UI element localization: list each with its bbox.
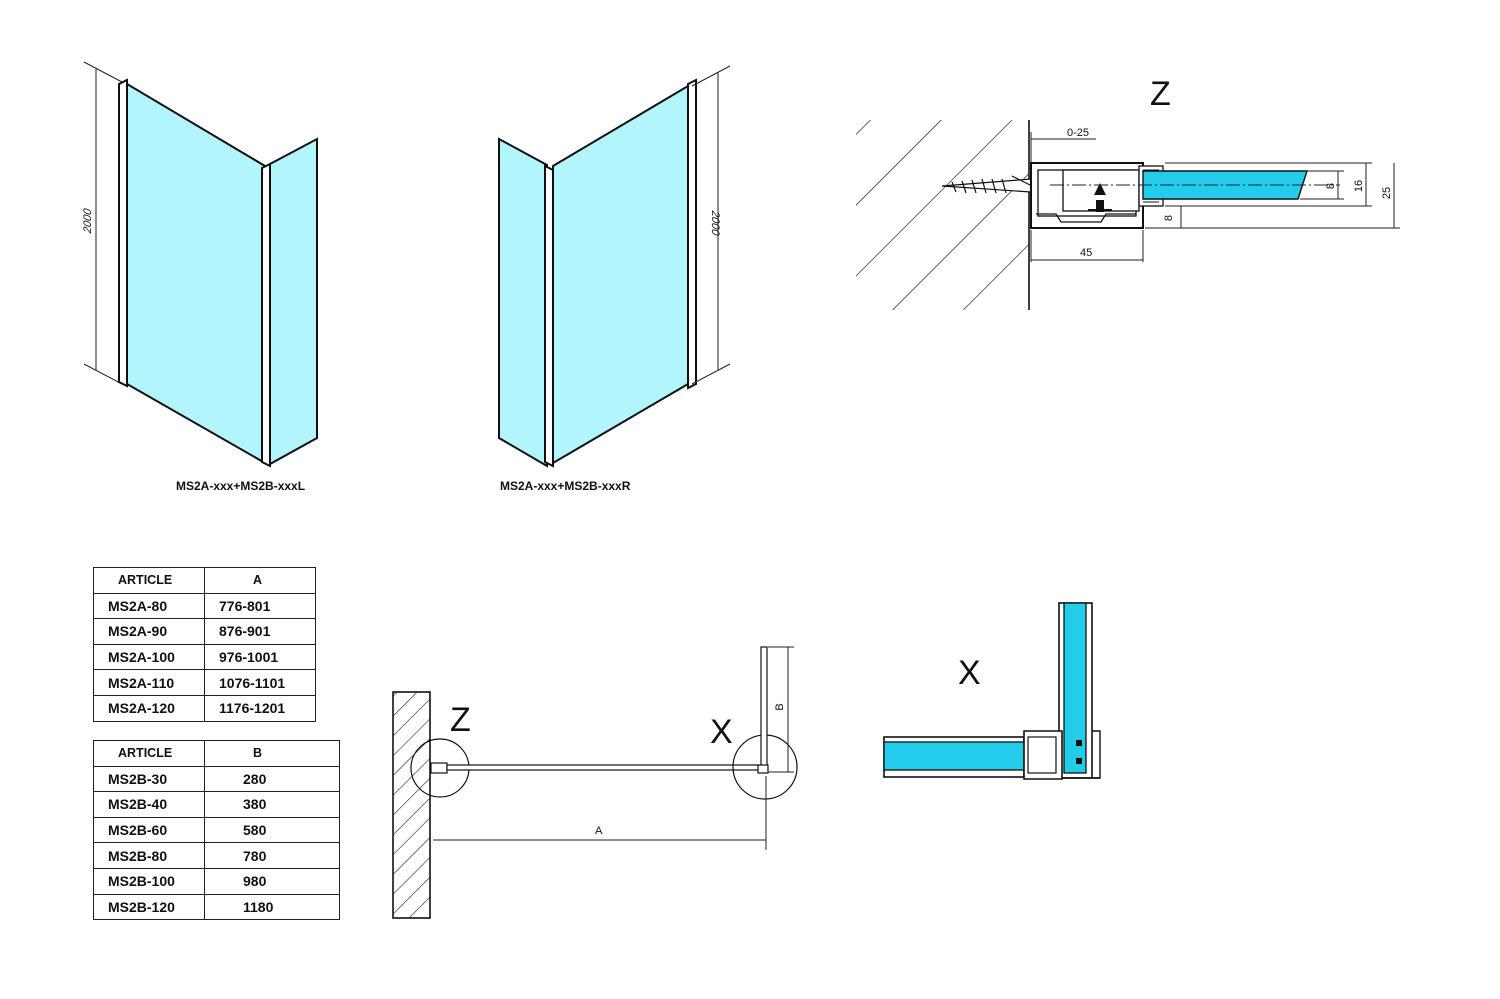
height-label-right: 2000 xyxy=(709,209,721,238)
table-row: MS2A-110 1076-1101 xyxy=(93,669,316,696)
table-header: ARTICLE B xyxy=(93,740,340,767)
value-cell: 780 xyxy=(204,842,340,869)
header-b: B xyxy=(204,740,340,767)
glass-panel-main xyxy=(126,82,266,465)
header-a: A xyxy=(204,567,316,594)
article-cell: MS2A-110 xyxy=(93,669,205,696)
value-cell: 1180 xyxy=(204,893,340,921)
header-article: ARTICLE xyxy=(93,567,205,594)
table-header: ARTICLE A xyxy=(93,567,316,594)
plan-view: Z X B A xyxy=(392,646,798,919)
table-row: MS2A-90 876-901 xyxy=(93,618,316,645)
isometric-view-left: 2000 MS2A-xxx+MS2B-xxxL xyxy=(82,61,318,493)
article-cell: MS2A-100 xyxy=(93,643,205,671)
value-cell: 980 xyxy=(204,867,340,895)
article-cell: MS2B-80 xyxy=(93,842,205,869)
plan-dim-b: B xyxy=(774,703,786,710)
glass-panel-side xyxy=(498,137,548,468)
glass-section xyxy=(1142,170,1308,200)
value-cell: 876-901 xyxy=(204,618,316,645)
isometric-view-right: 2000 MS2A-xxx+MS2B-xxxR xyxy=(498,65,731,493)
value-cell: 280 xyxy=(204,765,340,793)
value-cell: 1176-1201 xyxy=(204,694,316,722)
dim-offset: 8 xyxy=(1163,215,1175,221)
value-cell: 1076-1101 xyxy=(204,669,316,696)
glass-panel-side xyxy=(269,137,318,466)
glass-panel-main xyxy=(552,84,689,465)
value-cell: 580 xyxy=(204,816,340,844)
dim-total: 25 xyxy=(1381,187,1393,199)
article-cell: MS2B-120 xyxy=(93,893,205,921)
article-cell: MS2B-40 xyxy=(93,791,205,818)
article-cell: MS2A-90 xyxy=(93,618,205,645)
table-row: MS2A-100 976-1001 xyxy=(93,643,316,671)
table-row: MS2B-120 1180 xyxy=(93,893,340,921)
article-cell: MS2A-80 xyxy=(93,592,205,620)
detail-z-label: Z xyxy=(1150,75,1171,113)
dim-profile: 16 xyxy=(1353,180,1365,192)
plan-dim-a: A xyxy=(595,825,603,837)
dim-adjust: 0-25 xyxy=(1067,127,1089,139)
table-row: MS2B-30 280 xyxy=(93,765,340,793)
header-article: ARTICLE xyxy=(93,740,205,767)
plan-label-z: Z xyxy=(450,701,471,739)
caption-right-variant: MS2A-xxx+MS2B-xxxR xyxy=(500,479,631,493)
table-row: MS2A-120 1176-1201 xyxy=(93,694,316,722)
height-label-left: 2000 xyxy=(82,207,94,236)
value-cell: 776-801 xyxy=(204,592,316,620)
caption-left-variant: MS2A-xxx+MS2B-xxxL xyxy=(176,479,305,493)
table-article-a: ARTICLE A MS2A-80 776-801 MS2A-90 876-90… xyxy=(93,567,316,722)
detail-x: X xyxy=(883,602,1101,780)
value-cell: 976-1001 xyxy=(204,643,316,671)
article-cell: MS2B-100 xyxy=(93,867,205,895)
article-cell: MS2B-60 xyxy=(93,816,205,844)
value-cell: 380 xyxy=(204,791,340,818)
plan-label-x: X xyxy=(710,713,733,751)
table-row: MS2B-40 380 xyxy=(93,791,340,818)
table-row: MS2B-60 580 xyxy=(93,816,340,844)
dim-width: 45 xyxy=(1080,247,1092,259)
table-row: MS2A-80 776-801 xyxy=(93,592,316,620)
article-cell: MS2A-120 xyxy=(93,694,205,722)
dim-glass: 8 xyxy=(1325,183,1337,189)
table-row: MS2B-80 780 xyxy=(93,842,340,869)
table-article-b: ARTICLE B MS2B-30 280 MS2B-40 380 MS2B-6… xyxy=(93,740,340,921)
article-cell: MS2B-30 xyxy=(93,765,205,793)
detail-x-label: X xyxy=(958,654,981,692)
table-row: MS2B-100 980 xyxy=(93,867,340,895)
detail-z: Z 0-25 45 8 xyxy=(856,75,1400,310)
